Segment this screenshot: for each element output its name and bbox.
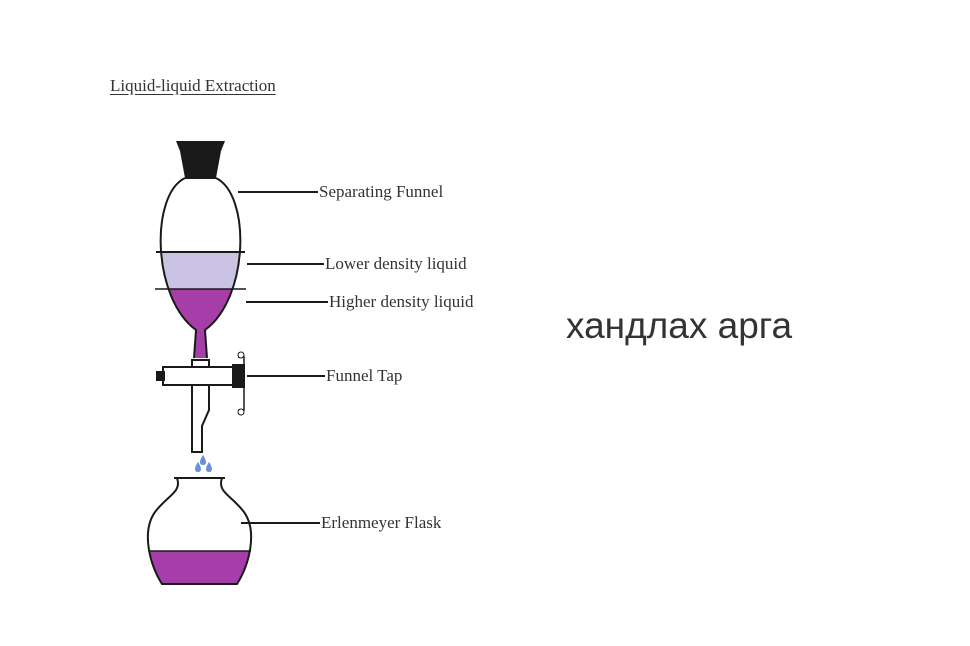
stopper-icon — [176, 141, 225, 178]
leader-lines — [238, 191, 328, 524]
label-erlenmeyer-flask: Erlenmeyer Flask — [321, 513, 442, 532]
label-separating-funnel: Separating Funnel — [319, 182, 444, 201]
flask-liquid — [147, 551, 252, 584]
higher-density-liquid-layer — [160, 289, 241, 358]
funnel-tap-icon — [156, 351, 245, 453]
drops-icon — [195, 455, 212, 472]
label-lower-density-liquid: Lower density liquid — [325, 254, 467, 273]
label-funnel-tap: Funnel Tap — [326, 366, 403, 385]
label-higher-density-liquid: Higher density liquid — [329, 292, 474, 311]
caption-text: хандлах арга — [566, 305, 793, 346]
funnel-liquids — [160, 252, 241, 358]
lower-density-liquid-layer — [160, 252, 241, 289]
separating-funnel-outline — [159, 177, 242, 359]
diagram-title: Liquid-liquid Extraction — [110, 76, 276, 95]
erlenmeyer-flask-icon — [146, 477, 253, 585]
